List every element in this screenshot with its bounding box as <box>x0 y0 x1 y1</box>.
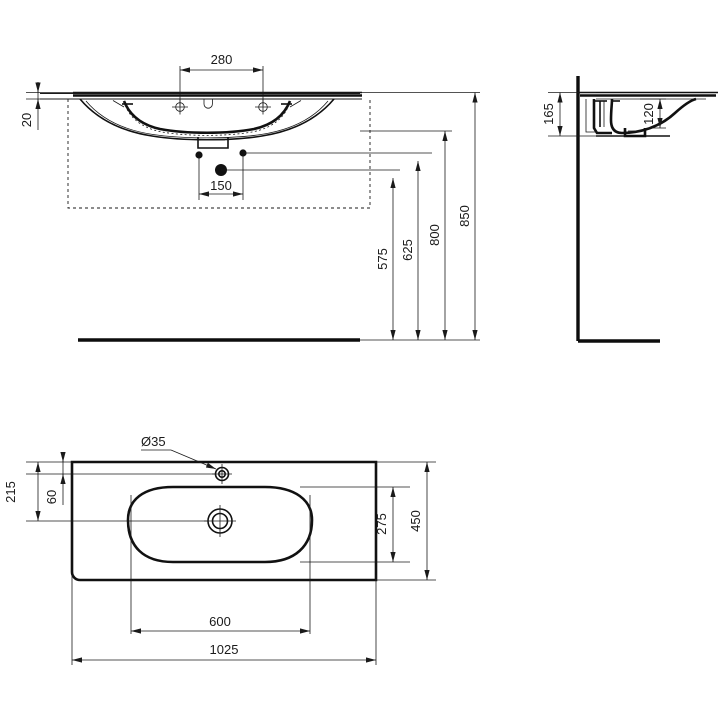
dim-120-group: 120 <box>640 98 666 129</box>
dim-850-group: 850 <box>457 92 478 340</box>
dia35-leader-group: Ø35 <box>141 434 217 470</box>
dim-280-label: 280 <box>211 52 233 67</box>
dim-450-label: 450 <box>408 510 423 532</box>
dim-850-label: 850 <box>457 205 472 227</box>
dim-20-label: 20 <box>19 113 34 127</box>
dim-60-label: 60 <box>44 490 59 504</box>
dim-165-label: 165 <box>541 103 556 125</box>
front-extension-lines <box>78 92 480 341</box>
front-basin-bowl <box>79 98 335 141</box>
dim-1025-label: 1025 <box>210 642 239 657</box>
dim-275-group: 275 <box>374 487 396 562</box>
dim-275-label: 275 <box>374 513 389 535</box>
side-elevation-view: 165 120 <box>541 76 718 343</box>
dim-450-group: 450 <box>408 462 430 580</box>
dim-215-group: 215 <box>3 462 41 521</box>
dim-575-group: 575 <box>375 178 396 340</box>
front-waste-outlet <box>197 137 229 149</box>
dim-20-group: 20 <box>19 82 78 130</box>
dim-600-group: 600 <box>131 614 310 634</box>
front-overflow-slot <box>203 99 213 109</box>
plan-view: Ø35 215 60 450 <box>3 434 436 665</box>
dim-60-group: 60 <box>44 452 66 505</box>
dim-600-label: 600 <box>209 614 231 629</box>
dim-150-label: 150 <box>210 178 232 193</box>
plan-extension-lines-left <box>26 461 216 522</box>
dim-800-group: 800 <box>360 130 452 340</box>
dim-120-label: 120 <box>641 103 656 125</box>
plan-extension-lines-bottom <box>71 495 377 665</box>
dim-625-group: 625 <box>400 161 421 340</box>
dim-165-group: 165 <box>541 92 626 137</box>
front-unit-outline-dashed <box>67 99 371 209</box>
dim-575-label: 575 <box>375 248 390 270</box>
dim-625-label: 625 <box>400 239 415 261</box>
front-elevation-view: 280 20 150 <box>19 52 480 342</box>
dia35-label: Ø35 <box>141 434 166 449</box>
dim-800-label: 800 <box>427 224 442 246</box>
water-supply-point-left <box>195 151 203 159</box>
dim-1025-group: 1025 <box>72 642 376 663</box>
dim-280-group: 280 <box>179 52 264 106</box>
dim-150-group: 150 <box>198 155 244 200</box>
dim-215-label: 215 <box>3 481 18 503</box>
